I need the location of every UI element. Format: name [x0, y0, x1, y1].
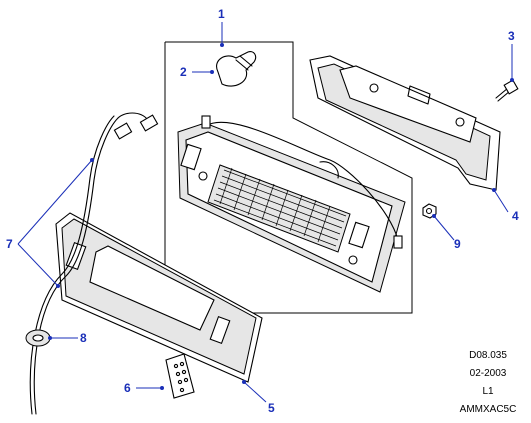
callout-6: 6 — [124, 381, 131, 395]
lamp-housing — [177, 115, 406, 293]
callout-7: 7 — [6, 237, 13, 251]
leader-lines — [17, 22, 514, 403]
callout-2: 2 — [180, 65, 187, 79]
drawing-ref: D08.035 — [469, 350, 507, 361]
callout-8: 8 — [80, 331, 87, 345]
grommet — [25, 329, 51, 347]
callout-3: 3 — [508, 29, 515, 43]
callout-1: 1 — [218, 7, 225, 21]
drawing-level: L1 — [482, 386, 494, 397]
lamp-cover — [309, 55, 501, 191]
clip-plate — [165, 353, 195, 399]
callout-4: 4 — [512, 209, 519, 223]
screw — [495, 79, 519, 102]
callout-9: 9 — [454, 237, 461, 251]
drawing-date: 02-2003 — [469, 368, 507, 379]
drawing-code: AMMXAC5C — [459, 404, 517, 415]
lens-grid — [213, 167, 347, 247]
bezel — [55, 212, 263, 383]
bulb — [216, 51, 257, 87]
callout-5: 5 — [268, 401, 275, 415]
